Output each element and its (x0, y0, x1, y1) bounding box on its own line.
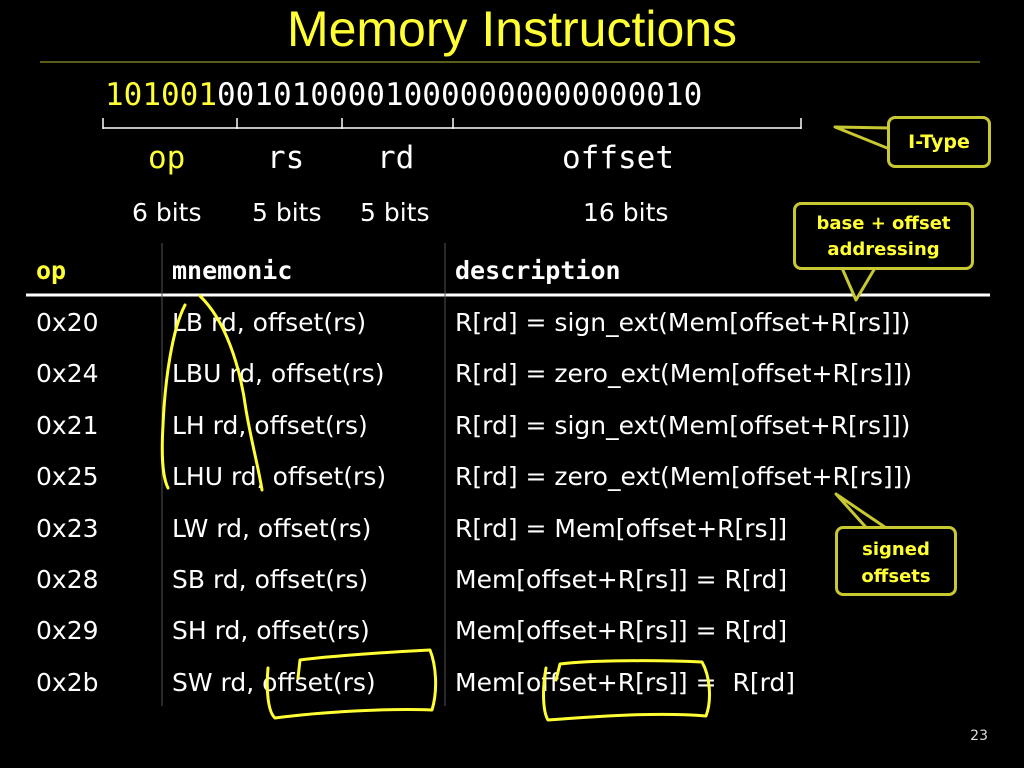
field-name-rd: rd (377, 140, 415, 176)
itype-callout: I-Type (887, 116, 991, 168)
title-divider (40, 61, 980, 63)
row-description: R[rd] = Mem[offset+R[rs]] (455, 514, 788, 543)
base-offset-callout: base + offset addressing (793, 202, 974, 270)
row-mnemonic: LHU rd, offset(rs) (172, 462, 387, 491)
row-description: R[rd] = sign_ext(Mem[offset+R[rs]]) (455, 308, 911, 337)
row-mnemonic: LBU rd, offset(rs) (172, 359, 385, 388)
base-offset-callout-line1: base + offset (816, 213, 951, 234)
offset-underline-box (265, 648, 438, 720)
field-name-op: op (148, 140, 186, 176)
mnemonic-bracket-left (160, 303, 187, 490)
row-op: 0x28 (36, 565, 99, 594)
field-name-rs: rs (267, 140, 305, 176)
slide-number: 23 (970, 728, 988, 744)
remaining-bits: 00101000010000000000000010 (216, 77, 703, 113)
row-op: 0x2b (36, 668, 99, 697)
signed-offsets-callout-line1: signed (862, 539, 930, 560)
row-mnemonic: SH rd, offset(rs) (172, 616, 370, 645)
signed-offsets-callout-line2: offsets (861, 566, 931, 587)
row-op: 0x21 (36, 411, 99, 440)
row-op: 0x23 (36, 514, 99, 543)
mem-offset-underline-box (542, 659, 711, 722)
row-mnemonic: SW rd, offset(rs) (172, 668, 376, 697)
row-op: 0x25 (36, 462, 99, 491)
header-mnemonic: mnemonic (172, 256, 293, 285)
row-description: Mem[offset+R[rs]] = R[rd] (455, 616, 788, 645)
row-op: 0x29 (36, 616, 99, 645)
field-name-offset: offset (562, 140, 674, 176)
field-width-op: 6 bits (132, 198, 202, 227)
row-mnemonic: SB rd, offset(rs) (172, 565, 369, 594)
row-description: R[rd] = zero_ext(Mem[offset+R[rs]]) (455, 462, 913, 491)
slide-title: Memory Instructions (286, 1, 738, 57)
row-op: 0x24 (36, 359, 99, 388)
signed-offsets-callout: signed offsets (835, 526, 957, 596)
header-op: op (36, 256, 67, 285)
mnemonic-bracket-right (198, 294, 264, 492)
op-bits: 101001 (105, 77, 217, 113)
base-offset-callout-line2: addressing (827, 239, 940, 260)
row-description: R[rd] = zero_ext(Mem[offset+R[rs]]) (455, 359, 913, 388)
row-mnemonic: LW rd, offset(rs) (172, 514, 372, 543)
itype-callout-text: I-Type (908, 131, 970, 153)
field-width-rd: 5 bits (360, 198, 430, 227)
field-width-offset: 16 bits (583, 198, 669, 227)
row-mnemonic: LB rd, offset(rs) (172, 308, 367, 337)
row-op: 0x20 (36, 308, 99, 337)
row-description: Mem[offset+R[rs]] = R[rd] (455, 668, 796, 697)
field-width-rs: 5 bits (252, 198, 322, 227)
row-description: R[rd] = sign_ext(Mem[offset+R[rs]]) (455, 411, 911, 440)
instruction-encoding: 10100100101000010000000000000010 (105, 75, 702, 115)
header-description: description (455, 256, 621, 285)
row-description: Mem[offset+R[rs]] = R[rd] (455, 565, 788, 594)
row-mnemonic: LH rd, offset(rs) (172, 411, 368, 440)
